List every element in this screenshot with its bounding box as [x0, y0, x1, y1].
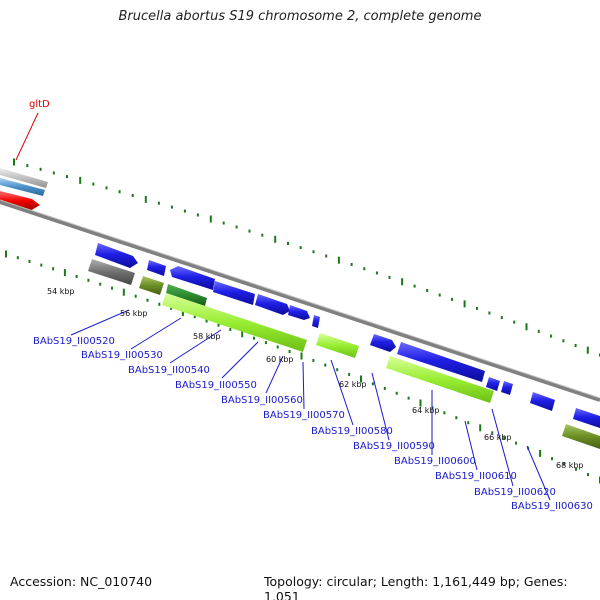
gene-label[interactable]: BAbS19_II00560 [221, 395, 303, 406]
scale-label: 58 kbp [193, 332, 221, 341]
genome-backbone-highlight [0, 199, 600, 399]
cds-gene[interactable] [530, 392, 555, 411]
cds-gene[interactable] [147, 260, 166, 276]
scale-label: 56 kbp [120, 309, 148, 318]
gene-label[interactable]: BAbS19_II00610 [435, 471, 517, 482]
cog-feature-lime[interactable] [316, 333, 359, 358]
topology-summary-text: Topology: circular; Length: 1,161,449 bp… [264, 574, 568, 600]
scale-label: 60 kbp [266, 355, 294, 364]
cds-gene[interactable] [170, 266, 215, 290]
cds-gene[interactable] [288, 305, 310, 320]
cds-gene[interactable] [370, 334, 396, 352]
leader-line [169, 329, 222, 364]
leader-line [330, 359, 354, 426]
leader-line [302, 361, 305, 410]
cog-feature-darkgreen[interactable] [166, 284, 207, 306]
scale-label: 64 kbp [412, 406, 440, 415]
cog-feature-olive[interactable] [562, 424, 600, 449]
gene-label[interactable]: BAbS19_II00570 [263, 410, 345, 421]
sky-blue-band [0, 178, 45, 196]
cds-gene[interactable] [95, 243, 138, 268]
gene-label[interactable]: BAbS19_II00540 [128, 365, 210, 376]
gene-label[interactable]: BAbS19_II00550 [175, 380, 257, 391]
scale-label-group: 54 kbp 56 kbp 58 kbp 60 kbp 62 kbp 64 kb… [47, 287, 584, 470]
gene-label[interactable]: BAbS19_II00580 [311, 426, 393, 437]
cds-gene[interactable] [501, 381, 513, 395]
cds-gene[interactable] [486, 377, 500, 391]
leader-line [70, 309, 130, 336]
leader-line [464, 420, 478, 471]
scale-label: 68 kbp [556, 461, 584, 470]
cog-feature-lime[interactable] [162, 293, 307, 352]
gene-label[interactable]: BAbS19_II00600 [394, 456, 476, 467]
leader-line [371, 372, 390, 441]
cog-feature-grey[interactable] [88, 259, 135, 285]
cog-track [88, 259, 600, 449]
cds-gene[interactable] [213, 281, 255, 305]
cds-gene[interactable] [255, 294, 290, 315]
gltd-marker-label: gltD [29, 99, 50, 110]
cog-feature-lime[interactable] [386, 356, 494, 403]
cds-gene[interactable] [397, 342, 485, 382]
outer-tick-ring [13, 158, 600, 357]
red-gene-gltD[interactable] [0, 191, 40, 211]
scale-label: 66 kbp [484, 433, 512, 442]
label-leader-lines [70, 309, 551, 501]
cds-gene[interactable] [312, 315, 320, 328]
leader-line [221, 341, 259, 379]
leader-line [491, 408, 514, 487]
cds-track [95, 243, 600, 428]
gene-label[interactable]: BAbS19_II00620 [474, 487, 556, 498]
leader-line [265, 355, 284, 394]
silver-band [0, 168, 48, 188]
gene-label[interactable]: BAbS19_II00630 [511, 501, 593, 512]
leader-line [526, 445, 551, 501]
accession-text: Accession: NC_010740 [10, 574, 153, 589]
gene-label[interactable]: BAbS19_II00530 [81, 350, 163, 361]
gene-label[interactable]: BAbS19_II00520 [33, 336, 115, 347]
cog-feature-olive[interactable] [139, 276, 164, 295]
gltd-marker-line [15, 112, 39, 161]
scale-label: 62 kbp [339, 380, 367, 389]
map-title: Brucella abortus S19 chromosome 2, compl… [118, 9, 482, 24]
leader-line [130, 317, 182, 350]
gene-label-group: BAbS19_II00520 BAbS19_II00530 BAbS19_II0… [33, 336, 593, 512]
genome-backbone [0, 200, 600, 402]
feature-band-upper [0, 168, 48, 211]
scale-label: 54 kbp [47, 287, 75, 296]
gene-label[interactable]: BAbS19_II00590 [353, 441, 435, 452]
cds-gene[interactable] [573, 408, 600, 428]
